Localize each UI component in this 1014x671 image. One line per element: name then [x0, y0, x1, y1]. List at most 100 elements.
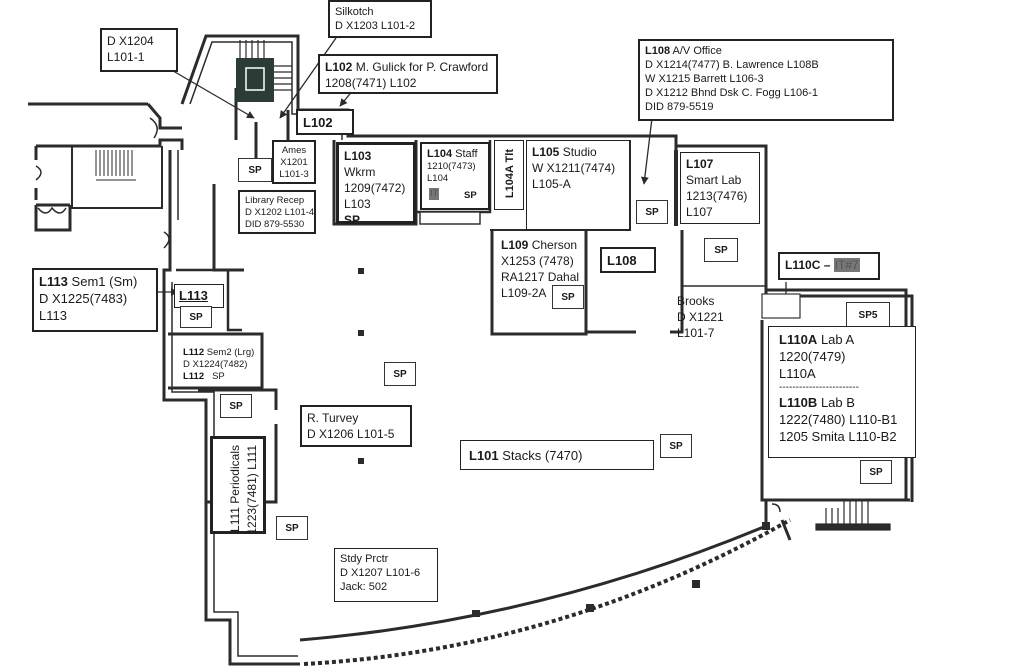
wall-l113: [176, 268, 242, 332]
room-number: L109: [501, 238, 529, 252]
callout-text: Stdy Prctr: [340, 553, 389, 565]
room-number: L110A: [779, 332, 818, 347]
room-text: Brooks: [677, 294, 715, 308]
room-text: 1220(7479): [779, 349, 846, 364]
callout-text: L113: [39, 308, 67, 323]
room-l111-periodicals: L111 Periodicals 1223(7481) L111: [210, 436, 266, 535]
room-l101-stacks: L101 Stacks (7470): [460, 440, 654, 470]
room-l104a-toilet: L104A Tlt: [494, 140, 524, 210]
sp-marker: SP: [860, 460, 892, 484]
room-text: RA1217 Dahal: [501, 270, 580, 284]
door-swing-icons: [35, 117, 781, 513]
room-text: Wkrm: [344, 165, 376, 179]
callout-silkotch: Silkotch D X1203 L101-2: [328, 0, 432, 38]
room-text: D X1202 L101-4: [245, 207, 315, 218]
sp-marker: SP: [636, 200, 668, 224]
sp-marker: SP: [180, 306, 212, 328]
callout-l101-1: D X1204 L101-1: [100, 28, 178, 72]
wall-entry-left: [28, 102, 184, 232]
wall-l103: [332, 140, 418, 226]
room-text: 1205 Smita L110-B2: [779, 429, 897, 444]
callout-text: D X1207 L101-6: [340, 567, 421, 579]
sp-marker: SP: [464, 190, 477, 201]
room-number: L108: [645, 45, 671, 57]
room-number: L108: [607, 253, 637, 268]
callout-text: M. Gulick for P. Crawford: [355, 60, 489, 74]
wall-l105: [490, 140, 631, 231]
wall-outer-west: [162, 150, 300, 666]
room-text: L110A: [779, 366, 816, 381]
callout-text: D X1206 L101-5: [307, 427, 395, 441]
wall-l110: [760, 320, 910, 502]
callout-title: Sem1 (Sm): [71, 274, 138, 289]
stairs-west-icon: [95, 150, 136, 181]
callout-text: D X1204: [107, 34, 154, 48]
room-number: L113: [179, 288, 208, 303]
room-text: L101-7: [677, 326, 715, 340]
room-title: Cherson: [531, 238, 578, 252]
room-title: Sem2 (Lrg): [206, 347, 255, 358]
room-number: L103: [344, 149, 372, 163]
room-l104: L104 Staff 1210(7473) L104 IT SP: [420, 142, 490, 210]
l104-closet-outline: [419, 211, 481, 225]
room-text: L103: [344, 197, 371, 211]
room-number: L113: [39, 274, 68, 289]
room-brooks: Brooks D X1221 L101-7: [672, 290, 752, 340]
callout-l102: L102 M. Gulick for P. Crawford 1208(7471…: [318, 54, 498, 94]
stairs-north-icon: [239, 40, 292, 91]
room-l112: L112 Sem2 (Lrg) D X1224(7482) L112 SP: [178, 344, 260, 384]
wall-outer-north: [180, 34, 908, 500]
room-ames: Ames X1201 L101-3: [272, 140, 316, 184]
room-text: 1213(7476): [686, 189, 748, 203]
callout-text: D X1214(7477) B. Lawrence L108B: [645, 59, 819, 71]
stairs-southeast-icon: [815, 500, 891, 531]
callout-text: D X1225(7483): [39, 291, 128, 306]
room-number: L102: [325, 60, 353, 74]
callout-title: A/V Office: [672, 45, 722, 57]
room-text: D X1221: [677, 310, 724, 324]
room-number: L105: [532, 145, 560, 159]
room-text: L104: [427, 173, 449, 184]
callout-text: L101-1: [107, 50, 145, 64]
room-text: SP: [344, 213, 361, 227]
callout-study-proctor: Stdy Prctr D X1207 L101-6 Jack: 502: [334, 548, 438, 602]
wall-outer-west-inner: [171, 150, 298, 657]
callout-l113: L113 Sem1 (Sm) D X1225(7483) L113: [32, 268, 158, 332]
sp-marker: SP5: [846, 302, 890, 328]
room-l107: L107 Smart Lab 1213(7476) L107: [680, 152, 760, 224]
room-title: Studio: [562, 145, 597, 159]
it-tag: IT: [429, 188, 440, 200]
room-l110a-l110b: L110A Lab A 1220(7479) L110A -----------…: [768, 326, 916, 458]
room-l105: L105 Studio W X1211(7474) L105-A: [526, 140, 630, 230]
room-l109: L109 Cherson X1253 (7478) RA1217 Dahal L…: [496, 234, 584, 332]
wall-reception: [212, 184, 244, 272]
wall-west-stair: [71, 146, 163, 209]
room-number: L107: [686, 157, 714, 171]
room-text: W X1211(7474): [532, 161, 616, 175]
room-text: L101-3: [279, 169, 309, 180]
callout-r-turvey: R. Turvey D X1206 L101-5: [300, 405, 412, 447]
room-title: Lab A: [820, 332, 855, 347]
room-text: Ames: [281, 145, 307, 156]
callout-text: DID 879-5519: [645, 101, 714, 113]
sp-marker: SP: [552, 285, 584, 309]
room-l102: L102: [296, 109, 354, 135]
callout-text: Silkotch: [335, 6, 374, 18]
room-text: L107: [686, 205, 713, 219]
room-text: Library Recep: [245, 195, 305, 206]
room-text: 1223(7481) L111: [245, 445, 259, 535]
room-library-reception: Library Recep D X1202 L101-4 DID 879-553…: [238, 190, 316, 234]
room-text: L105-A: [532, 177, 571, 191]
wall-l108: [584, 230, 684, 334]
room-text: X1253 (7478): [501, 254, 574, 268]
l110c-room-outline: [761, 293, 801, 319]
room-text: L111 Periodicals: [228, 445, 242, 532]
sp-marker: SP: [238, 158, 272, 182]
room-number: L112: [183, 347, 205, 358]
callout-l108-av-office: L108 A/V Office D X1214(7477) B. Lawrenc…: [638, 39, 894, 121]
sp-marker: SP: [660, 434, 692, 458]
room-number: L110C –: [785, 258, 831, 272]
sp-marker: SP: [384, 362, 416, 386]
wall-curved-south-dotted: [303, 518, 791, 666]
room-text: D X1224(7482): [183, 359, 248, 370]
